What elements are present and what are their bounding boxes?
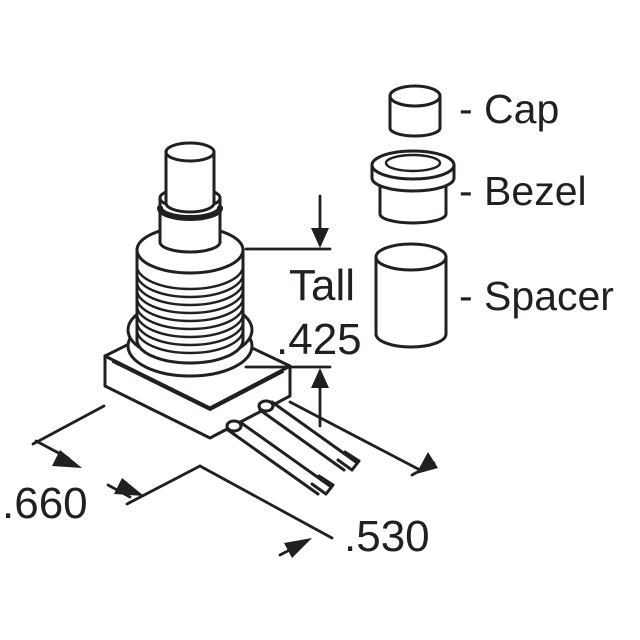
spacer-label: - Spacer bbox=[459, 273, 614, 319]
dimension-arrowheads bbox=[52, 228, 438, 558]
plunger-top bbox=[164, 141, 216, 163]
wire-leads bbox=[225, 399, 361, 496]
bezel-label: - Bezel bbox=[459, 168, 587, 214]
height-dimension: .425 bbox=[276, 315, 362, 364]
tall-label: Tall bbox=[289, 261, 356, 310]
bezel-part bbox=[370, 149, 456, 225]
thread-lines bbox=[135, 264, 245, 355]
width-dimension: .660 bbox=[2, 479, 88, 528]
spacer-part bbox=[374, 242, 448, 349]
cap-part bbox=[388, 84, 442, 138]
plunger bbox=[164, 150, 216, 214]
collar-band bbox=[157, 205, 223, 221]
switch-body bbox=[103, 141, 361, 496]
dimension-lines bbox=[31, 194, 436, 557]
cap-label: - Cap bbox=[459, 86, 560, 132]
depth-dimension: .530 bbox=[344, 512, 430, 561]
base-edge bbox=[112, 361, 284, 411]
